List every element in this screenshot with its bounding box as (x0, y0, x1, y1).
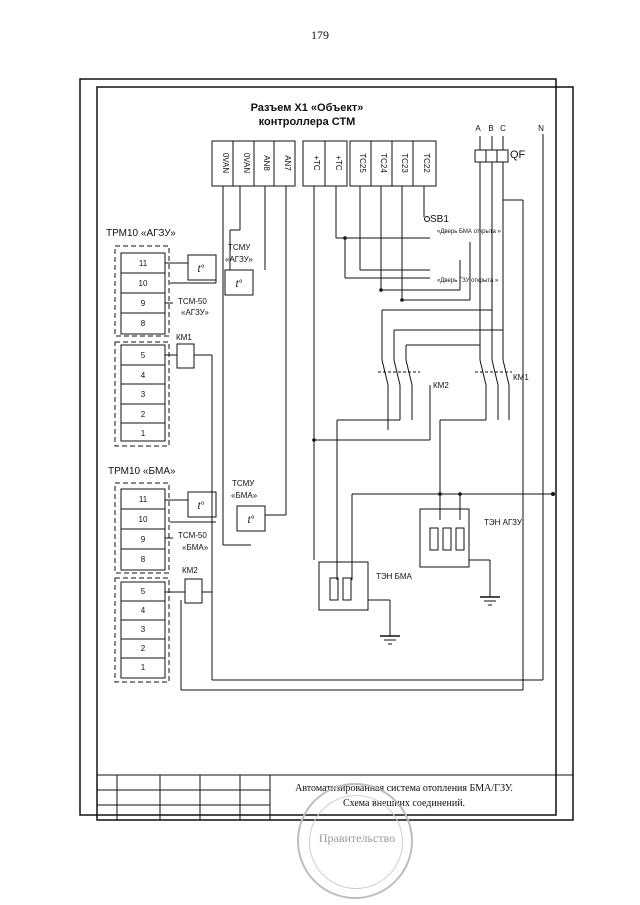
trm-agzu-t11: 11 (139, 259, 148, 268)
trm-bma-t8: 8 (141, 555, 146, 564)
stamp-text: Правительство (318, 831, 396, 845)
heater-bma-label: ТЭН БМА (376, 572, 413, 581)
trm-bma-t9: 9 (141, 535, 146, 544)
title-block-line1: Автоматизированная система отопления БМА… (295, 783, 513, 794)
trm-agzu-r5: 5 (141, 351, 146, 360)
pin-an7: AN7 (283, 155, 292, 171)
phase-b: B (488, 124, 493, 133)
pin-0van-2: 0VAN (242, 153, 251, 174)
trm-agzu-sensor-symbol: t° (198, 264, 205, 275)
breaker-qf (474, 149, 509, 163)
trm-bma-r4: 4 (141, 606, 146, 615)
trm-bma-r5: 5 (141, 587, 146, 596)
trm-bma-r2: 2 (141, 644, 146, 653)
trm-agzu-sensor-line2: «АГЗУ» (181, 308, 209, 317)
trm-bma-t11: 11 (139, 495, 148, 504)
switch-label: SB1 (430, 214, 449, 225)
heater-agzu-box (419, 508, 470, 568)
connector-title-line1: Разъем Х1 «Объект» (251, 102, 364, 114)
title-block-line2: Схема внешних соединений. (343, 798, 465, 809)
pin-0van-1: 0VAN (221, 153, 230, 174)
switch-note1: «Дверь БМА открыта » (437, 229, 502, 235)
trm-bma-title: ТРМ10 «БМА» (108, 466, 176, 477)
trm-bma-sensor-symbol: t° (198, 501, 205, 512)
trm-agzu-t10: 10 (139, 279, 148, 288)
heater-agzu-label: ТЭН АГЗУ (484, 518, 523, 527)
trm-agzu-r3: 3 (141, 390, 146, 399)
pin-an8: AN8 (262, 155, 271, 171)
trm-bma-t10: 10 (139, 515, 148, 524)
trm-agzu-t9: 9 (141, 299, 146, 308)
tsmu-bma-line2: «БМА» (231, 491, 258, 500)
trm-agzu-sensor-line1: ТСМ-50 (178, 297, 207, 306)
trm-bma-r3: 3 (141, 625, 146, 634)
trm-agzu-r1: 1 (141, 429, 146, 438)
pin-tc-plus-2: +TC (334, 155, 343, 171)
pin-tc22: TC22 (422, 153, 431, 173)
trm-agzu-r2: 2 (141, 410, 146, 419)
trm-agzu-title: ТРМ10 «АГЗУ» (106, 228, 176, 239)
trm-agzu-relay-label: КМ1 (176, 333, 192, 342)
pin-tc-plus-1: +TC (312, 155, 321, 171)
tsmu-agzu-line2: «АГЗУ» (225, 255, 253, 264)
drawing-frame (96, 86, 574, 821)
tsmu-agzu-symbol: t° (236, 279, 243, 290)
switch-note2: «Дверь ГЗУ открыта » (437, 278, 499, 284)
phase-a: A (475, 124, 481, 133)
tsmu-bma-line1: ТСМУ (232, 479, 255, 488)
outer-frame (79, 78, 557, 816)
trm-agzu-r4: 4 (141, 371, 146, 380)
tsmu-bma-symbol: t° (248, 515, 255, 526)
trm-bma-sensor-line1: ТСМ-50 (178, 531, 207, 540)
tsmu-agzu-line1: ТСМУ (228, 243, 251, 252)
trm-bma-relay-label: КМ2 (182, 566, 198, 575)
contactor-km1-label: КМ1 (513, 373, 529, 382)
contactor-km2-label: КМ2 (433, 381, 449, 390)
pin-tc25: TC25 (358, 153, 367, 173)
official-stamp: Правительство (297, 783, 413, 899)
breaker-label: QF (510, 149, 526, 161)
phase-c: C (500, 124, 506, 133)
page-number: 179 (311, 28, 329, 42)
pin-tc24: TC24 (379, 153, 388, 173)
trm-agzu-t8: 8 (141, 319, 146, 328)
phase-n: N (538, 124, 544, 133)
pin-tc23: TC23 (400, 153, 409, 173)
heater-bma-box (318, 561, 369, 611)
trm-bma-r1: 1 (141, 663, 146, 672)
connector-title-line2: контроллера СТМ (259, 116, 356, 128)
trm-bma-sensor-line2: «БМА» (182, 543, 209, 552)
connector-block-tc (349, 140, 437, 187)
